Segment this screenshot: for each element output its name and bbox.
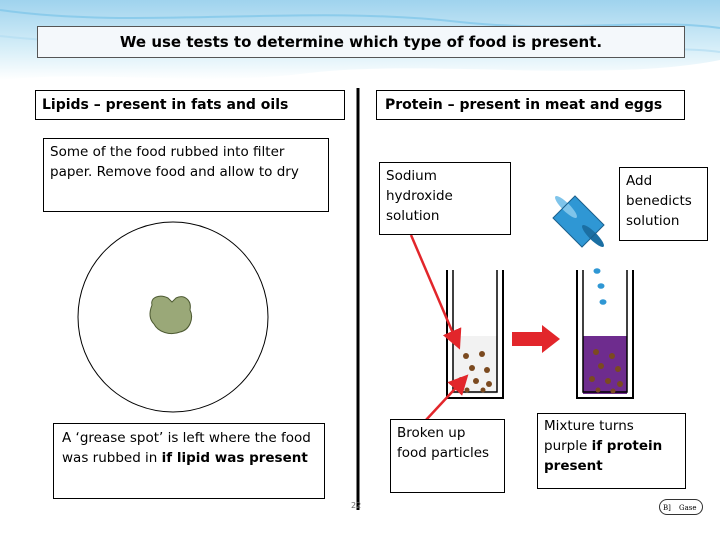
lipids-heading: Lipids – present in fats and oils: [35, 90, 345, 120]
benedicts-label: Add benedicts solution: [619, 167, 708, 241]
logo: B] Gase: [659, 499, 703, 515]
beaker-right: [576, 270, 634, 399]
food-particles: [589, 349, 623, 394]
drop-icon: [599, 299, 607, 305]
protein-result: Mixture turns purple if protein present: [537, 413, 686, 489]
grease-spot: [149, 295, 193, 335]
lipid-instruction: Some of the food rubbed into filter pape…: [43, 138, 329, 212]
drop-icon: [593, 268, 601, 274]
page-number: 22: [351, 501, 362, 510]
lipid-result-text: A ‘grease spot’ is left where the food w…: [62, 430, 311, 466]
benedicts-bottle-icon: [552, 195, 605, 248]
lipid-result: A ‘grease spot’ is left where the food w…: [53, 423, 325, 499]
logo-mark: B]: [663, 504, 671, 512]
protein-result-text: Mixture turns purple: [544, 418, 634, 454]
drop-icon: [597, 283, 605, 289]
lipid-result-bold: if lipid was present: [161, 450, 308, 466]
particles-arrow: [425, 374, 469, 421]
particles-label: Broken up food particles: [390, 419, 505, 493]
reaction-arrow-icon: [512, 325, 560, 353]
naoh-label: Sodium hydroxide solution: [379, 162, 511, 235]
protein-result-bold: if protein present: [544, 438, 663, 474]
protein-heading: Protein – present in meat and eggs: [376, 90, 685, 120]
logo-text: Gase: [679, 504, 697, 512]
food-particles: [458, 351, 492, 393]
naoh-arrow: [409, 234, 462, 350]
slide-title: We use tests to determine which type of …: [37, 26, 685, 58]
